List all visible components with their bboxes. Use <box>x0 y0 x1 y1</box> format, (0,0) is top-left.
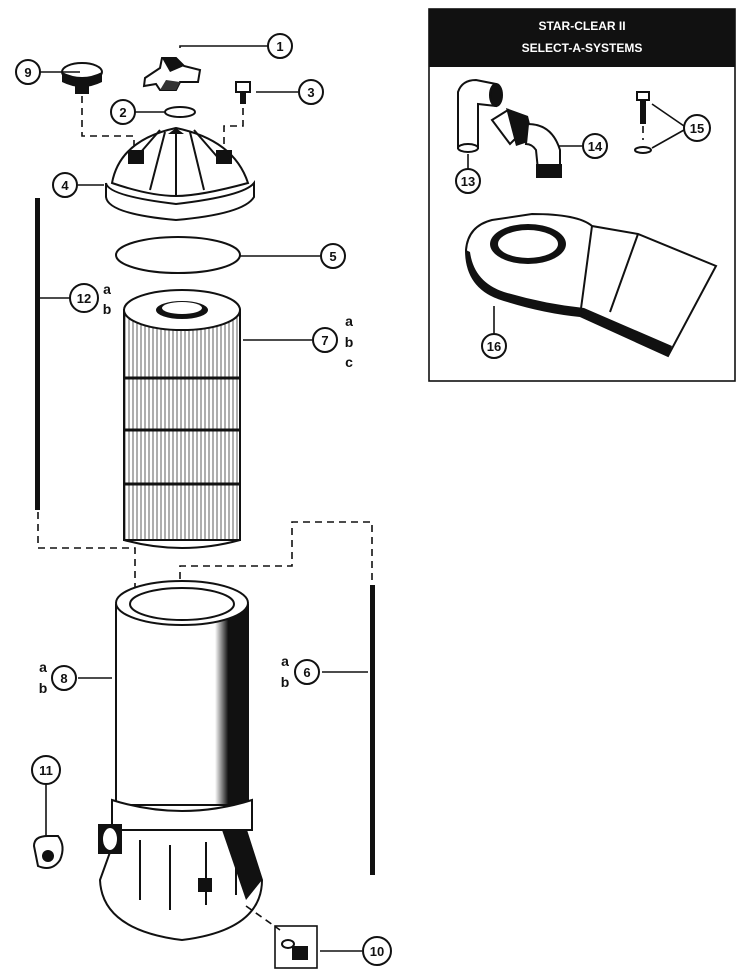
drain-cap-dashes <box>245 905 281 931</box>
svg-text:5: 5 <box>329 249 336 264</box>
screw-to-lid-dashes <box>223 108 244 150</box>
callout-16: 16 <box>481 333 507 359</box>
svg-text:4: 4 <box>61 178 69 193</box>
svg-text:3: 3 <box>307 85 314 100</box>
callout-15: 15 <box>683 114 711 142</box>
elbow-pipe-part <box>457 78 503 153</box>
callout-12: 12 a b <box>69 281 112 317</box>
svg-text:b: b <box>39 680 48 696</box>
mounting-base-part <box>464 212 718 358</box>
svg-text:a: a <box>39 659 47 675</box>
union-fitting-part <box>490 108 562 178</box>
svg-text:6: 6 <box>303 665 310 680</box>
svg-text:14: 14 <box>588 139 603 154</box>
callout-1: 1 <box>267 33 293 59</box>
callout-13: 13 <box>455 168 481 194</box>
lead-1 <box>179 45 268 48</box>
callout-10: 10 <box>362 936 392 966</box>
filter-lid-part <box>105 126 255 222</box>
svg-text:2: 2 <box>119 105 126 120</box>
callout-7: 7 a b c <box>312 313 354 370</box>
svg-text:b: b <box>281 674 290 690</box>
kit-title-line1: STAR-CLEAR II <box>538 19 625 33</box>
svg-text:8: 8 <box>60 671 67 686</box>
kit-box: STAR-CLEAR II SELECT-A-SYSTEMS <box>428 8 736 382</box>
rod-right-to-tank-dashes <box>179 521 373 612</box>
tie-rod-right-part <box>370 585 375 875</box>
rod-left-to-tank-dashes <box>37 512 136 590</box>
callout-2: 2 <box>110 99 136 125</box>
svg-text:b: b <box>103 301 112 317</box>
o-ring-small-part <box>164 106 196 118</box>
lid-knob-part <box>142 57 202 91</box>
callout-8: 8 a b <box>39 659 77 696</box>
kit-title-line2: SELECT-A-SYSTEMS <box>522 41 643 55</box>
svg-text:a: a <box>103 281 111 297</box>
bolt-washer-part <box>634 91 652 154</box>
callout-4: 4 <box>52 172 78 198</box>
callout-14: 14 <box>582 133 608 159</box>
svg-text:a: a <box>281 653 289 669</box>
lead-15 <box>651 103 685 149</box>
svg-text:12: 12 <box>77 291 91 306</box>
svg-text:15: 15 <box>690 121 704 136</box>
lid-o-ring-part <box>115 236 241 274</box>
pressure-gauge-part <box>61 62 103 94</box>
svg-text:16: 16 <box>487 339 501 354</box>
callout-5: 5 <box>320 243 346 269</box>
drain-cap-part <box>274 925 318 969</box>
svg-text:13: 13 <box>461 174 475 189</box>
svg-text:a: a <box>345 313 353 329</box>
callout-3: 3 <box>298 79 324 105</box>
callout-11: 11 <box>31 755 61 785</box>
tie-rod-left-part <box>35 198 40 510</box>
drain-screw-part <box>235 81 251 104</box>
svg-text:1: 1 <box>276 39 283 54</box>
gauge-to-lid-dashes <box>81 96 135 150</box>
drain-plug-part <box>32 835 64 869</box>
callout-9: 9 <box>15 59 41 85</box>
svg-text:b: b <box>345 334 354 350</box>
filter-tank-part <box>98 580 264 942</box>
filter-cartridge-part <box>123 289 241 549</box>
svg-text:c: c <box>345 354 353 370</box>
callout-6: 6 a b <box>281 653 320 690</box>
kit-box-header <box>429 9 735 67</box>
svg-text:9: 9 <box>24 65 31 80</box>
svg-text:10: 10 <box>370 944 384 959</box>
svg-text:11: 11 <box>39 763 53 778</box>
svg-text:7: 7 <box>321 333 328 348</box>
